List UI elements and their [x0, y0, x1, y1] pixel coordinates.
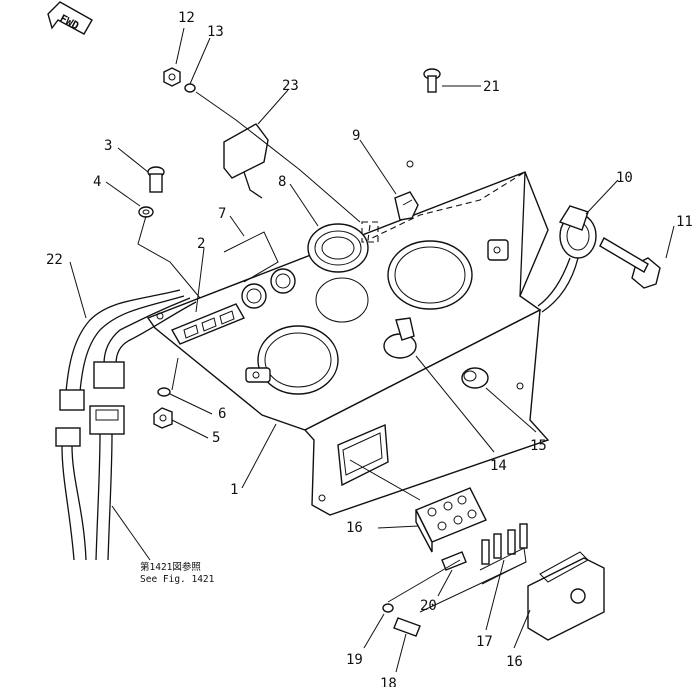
callout-11: 11	[676, 214, 693, 230]
callout-16-cover: 16	[506, 654, 523, 670]
callout-17: 17	[476, 634, 493, 650]
callout-16-fuse-box: 16	[346, 520, 363, 536]
reference-note: 第1421図参照 See Fig. 1421	[140, 561, 215, 585]
washer-small	[138, 206, 154, 218]
fwd-direction-marker: FWD	[47, 1, 93, 35]
switch-block	[170, 303, 246, 345]
callout-12: 12	[178, 10, 195, 26]
callout-14: 14	[490, 458, 507, 474]
screw-top	[423, 68, 441, 93]
horn-switch	[537, 205, 597, 313]
hidden-wire-path	[367, 171, 526, 241]
reference-note-jp: 第1421図参照	[140, 561, 201, 573]
callout-4: 4	[93, 174, 101, 190]
starter-switch	[383, 317, 417, 359]
callout-7: 7	[218, 206, 226, 222]
callout-23: 23	[282, 78, 299, 94]
callout-15: 15	[530, 438, 547, 454]
callout-3: 3	[104, 138, 112, 154]
fuses	[479, 523, 528, 585]
fuse-box	[415, 487, 487, 553]
callout-19: 19	[346, 652, 363, 668]
knob	[461, 367, 489, 389]
bolt-small	[147, 166, 165, 193]
fuse-box-cover	[527, 551, 605, 641]
hidden-connector	[361, 221, 379, 243]
callout-22: 22	[46, 252, 63, 268]
relay	[223, 123, 269, 199]
indicator-lamps	[223, 231, 296, 309]
wiring-harness	[55, 289, 197, 561]
callout-18: 18	[380, 676, 397, 687]
washer-tiny	[382, 603, 394, 613]
callout-13: 13	[207, 24, 224, 40]
gauge	[307, 223, 369, 273]
bolt	[599, 237, 661, 289]
reference-note-en: See Fig. 1421	[140, 574, 215, 585]
assembly-guide-lines	[137, 91, 527, 613]
callout-1: 1	[230, 482, 238, 498]
name-plate	[441, 551, 467, 571]
washer-lower	[157, 387, 171, 397]
callout-9: 9	[352, 128, 360, 144]
leader-lines	[69, 27, 675, 673]
nut	[163, 67, 181, 87]
callout-21: 21	[483, 79, 500, 95]
callout-8: 8	[278, 174, 286, 190]
washer	[184, 83, 196, 93]
screw-lower	[393, 617, 421, 637]
nut-lower	[153, 407, 173, 429]
callout-20: 20	[420, 598, 437, 614]
callout-6: 6	[218, 406, 226, 422]
callout-2: 2	[197, 236, 205, 252]
instrument-panel	[146, 160, 550, 516]
callout-10: 10	[616, 170, 633, 186]
callout-labels: 12 13 23 21 3 4 9 8 7 2 22 10 11 6 5 1 1…	[46, 10, 693, 687]
callout-5: 5	[212, 430, 220, 446]
key-switch	[394, 191, 419, 221]
